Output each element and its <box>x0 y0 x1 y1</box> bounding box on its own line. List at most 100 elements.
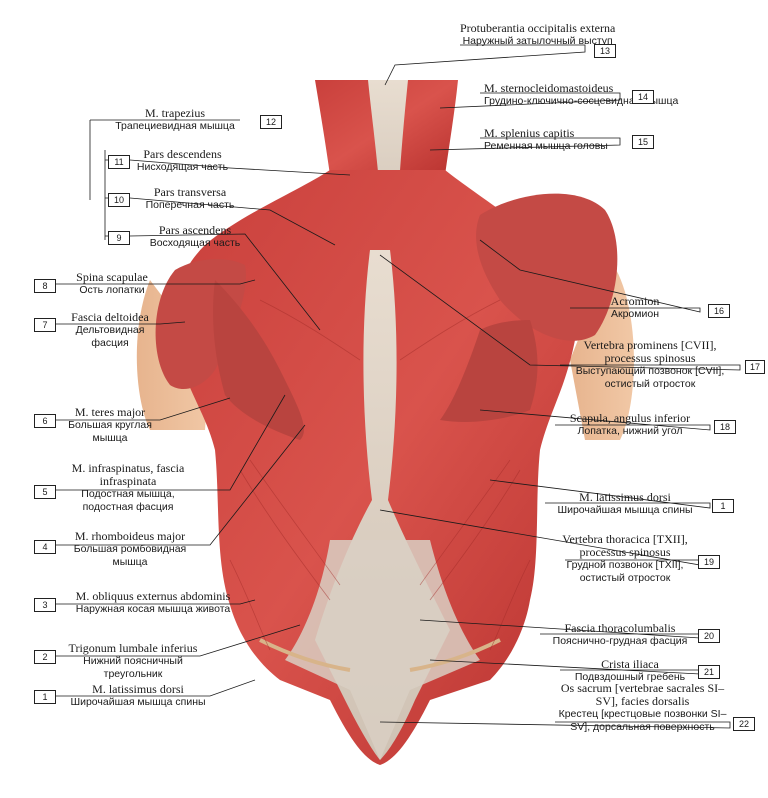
label-13: Protuberantia occipitalis externa Наружн… <box>460 22 615 48</box>
label-16: Acromion Акромион <box>570 295 700 321</box>
label-1-left-latin: M. latissimus dorsi <box>92 682 184 696</box>
right-scapula-area <box>440 320 538 422</box>
number-11: 11 <box>108 155 130 169</box>
neck-fascia <box>368 80 408 250</box>
label-21-latin: Crista iliaca <box>601 657 659 671</box>
label-1-right-russian: Широчайшая мышца спины <box>557 504 693 516</box>
label-7-latin: Fascia deltoidea <box>71 310 149 324</box>
label-9-russian: Восходящая часть <box>149 237 241 249</box>
label-5: M. infraspinatus, fascia infraspinata По… <box>58 462 198 514</box>
label-20-latin: Fascia thoracolumbalis <box>564 621 676 635</box>
label-10: Pars transversa Поперечная часть <box>135 186 245 212</box>
number-6: 6 <box>34 414 56 428</box>
label-16-latin: Acromion <box>610 294 660 308</box>
label-15-russian: Ременная мышца головы <box>484 140 608 152</box>
label-13-latin: Protuberantia occipitalis externa <box>460 21 616 35</box>
label-2-russian: Нижний поясничный треугольник <box>83 655 183 680</box>
label-10-latin: Pars transversa <box>153 185 227 199</box>
number-5: 5 <box>34 485 56 499</box>
label-6-latin: M. teres major <box>74 405 146 419</box>
label-3: M. obliquus externus abdominis Наружная … <box>58 590 248 616</box>
thoracolumbar-fascia <box>285 540 480 760</box>
iliac-crest <box>259 638 351 672</box>
number-22: 22 <box>733 717 755 731</box>
right-deltoid <box>476 193 618 341</box>
label-20: Fascia thoracolumbalis Пояснично-грудная… <box>540 622 700 648</box>
label-1-left-russian: Широчайшая мышца спины <box>70 696 206 708</box>
label-12-russian: Трапециевидная мышца <box>115 120 235 132</box>
label-17-latin: Vertebra prominens [CVII], processus spi… <box>583 338 717 365</box>
number-7: 7 <box>34 318 56 332</box>
number-9: 9 <box>108 231 130 245</box>
label-5-latin: M. infraspinatus, fascia infraspinata <box>71 461 185 488</box>
label-1-right: M. latissimus dorsi Широчайшая мышца спи… <box>545 491 705 517</box>
label-21: Crista iliaca Подвздошный гребень <box>560 658 700 684</box>
label-5-russian: Подостная мышца, подостная фасция <box>81 488 175 513</box>
label-17-russian: Выступающий позвонок [CVII], остистый от… <box>575 365 725 390</box>
label-7-russian: Дельтовидная фасция <box>75 324 145 349</box>
label-11: Pars descendens Нисходящая часть <box>135 148 230 174</box>
number-4: 4 <box>34 540 56 554</box>
label-12: M. trapezius Трапециевидная мышца <box>110 107 240 133</box>
label-18-russian: Лопатка, нижний угол <box>577 425 683 437</box>
label-8: Spina scapulae Ость лопатки <box>62 271 162 297</box>
label-4-russian: Большая ромбовидная мышца <box>73 543 187 568</box>
label-15-latin: M. splenius capitis <box>484 126 575 140</box>
label-2: Trigonum lumbale inferius Нижний пояснич… <box>58 642 208 681</box>
label-9: Pars ascendens Восходящая часть <box>135 224 255 250</box>
label-1-left: M. latissimus dorsi Широчайшая мышца спи… <box>58 683 218 709</box>
label-14: M. sternocleidomastoideus Грудино-ключич… <box>484 82 678 108</box>
right-arm-skin <box>570 260 634 440</box>
leader-lines <box>40 44 741 729</box>
label-14-russian: Грудино-ключично-сосцевидная мышца <box>484 95 679 107</box>
label-19: Vertebra thoracica [TXII], processus spi… <box>555 533 695 585</box>
label-19-russian: Грудной позвонок [TXII], остистый отрост… <box>566 559 684 584</box>
number-17: 17 <box>745 360 765 374</box>
number-16: 16 <box>708 304 730 318</box>
label-8-latin: Spina scapulae <box>76 270 148 284</box>
label-6-russian: Большая круглая мышца <box>68 419 152 444</box>
label-13-russian: Наружный затылочный выступ <box>462 35 613 47</box>
number-1-left: 1 <box>34 690 56 704</box>
label-15: M. splenius capitis Ременная мышца голов… <box>484 127 608 153</box>
label-1-right-latin: M. latissimus dorsi <box>579 490 671 504</box>
label-19-latin: Vertebra thoracica [TXII], processus spi… <box>562 532 688 559</box>
label-21-russian: Подвздошный гребень <box>574 671 686 683</box>
number-3: 3 <box>34 598 56 612</box>
label-2-latin: Trigonum lumbale inferius <box>68 641 198 655</box>
number-14: 14 <box>632 90 654 104</box>
label-11-latin: Pars descendens <box>143 147 222 161</box>
number-15: 15 <box>632 135 654 149</box>
label-16-russian: Акромион <box>611 308 659 320</box>
iliac-crest-right <box>409 638 501 672</box>
label-11-russian: Нисходящая часть <box>136 161 229 173</box>
label-8-russian: Ость лопатки <box>79 284 145 296</box>
number-13: 13 <box>594 44 616 58</box>
label-3-russian: Наружная косая мышца живота <box>75 603 231 615</box>
number-20: 20 <box>698 629 720 643</box>
number-8: 8 <box>34 279 56 293</box>
label-18: Scapula, angulus inferior Лопатка, нижни… <box>555 412 705 438</box>
number-2: 2 <box>34 650 56 664</box>
label-22-latin: Os sacrum [vertebrae sacrales SI–SV], fa… <box>560 681 725 708</box>
label-4: M. rhomboideus major Большая ромбовидная… <box>60 530 200 569</box>
label-18-latin: Scapula, angulus inferior <box>569 411 691 425</box>
number-1-right: 1 <box>712 499 734 513</box>
number-21: 21 <box>698 665 720 679</box>
label-6: M. teres major Большая круглая мышца <box>60 406 160 445</box>
left-scapula-area <box>213 280 304 440</box>
label-9-latin: Pars ascendens <box>158 223 232 237</box>
number-19: 19 <box>698 555 720 569</box>
label-4-latin: M. rhomboideus major <box>74 529 186 543</box>
label-22: Os sacrum [vertebrae sacrales SI–SV], fa… <box>555 682 730 734</box>
number-10: 10 <box>108 193 130 207</box>
label-3-latin: M. obliquus externus abdominis <box>75 589 231 603</box>
label-17: Vertebra prominens [CVII], processus spi… <box>560 339 740 391</box>
label-14-latin: M. sternocleidomastoideus <box>484 81 614 95</box>
label-10-russian: Поперечная часть <box>145 199 235 211</box>
label-22-russian: Крестец [крестцовые позвонки SI–SV], дор… <box>558 708 727 733</box>
label-7: Fascia deltoidea Дельтовидная фасция <box>60 311 160 350</box>
label-12-latin: M. trapezius <box>145 106 205 120</box>
